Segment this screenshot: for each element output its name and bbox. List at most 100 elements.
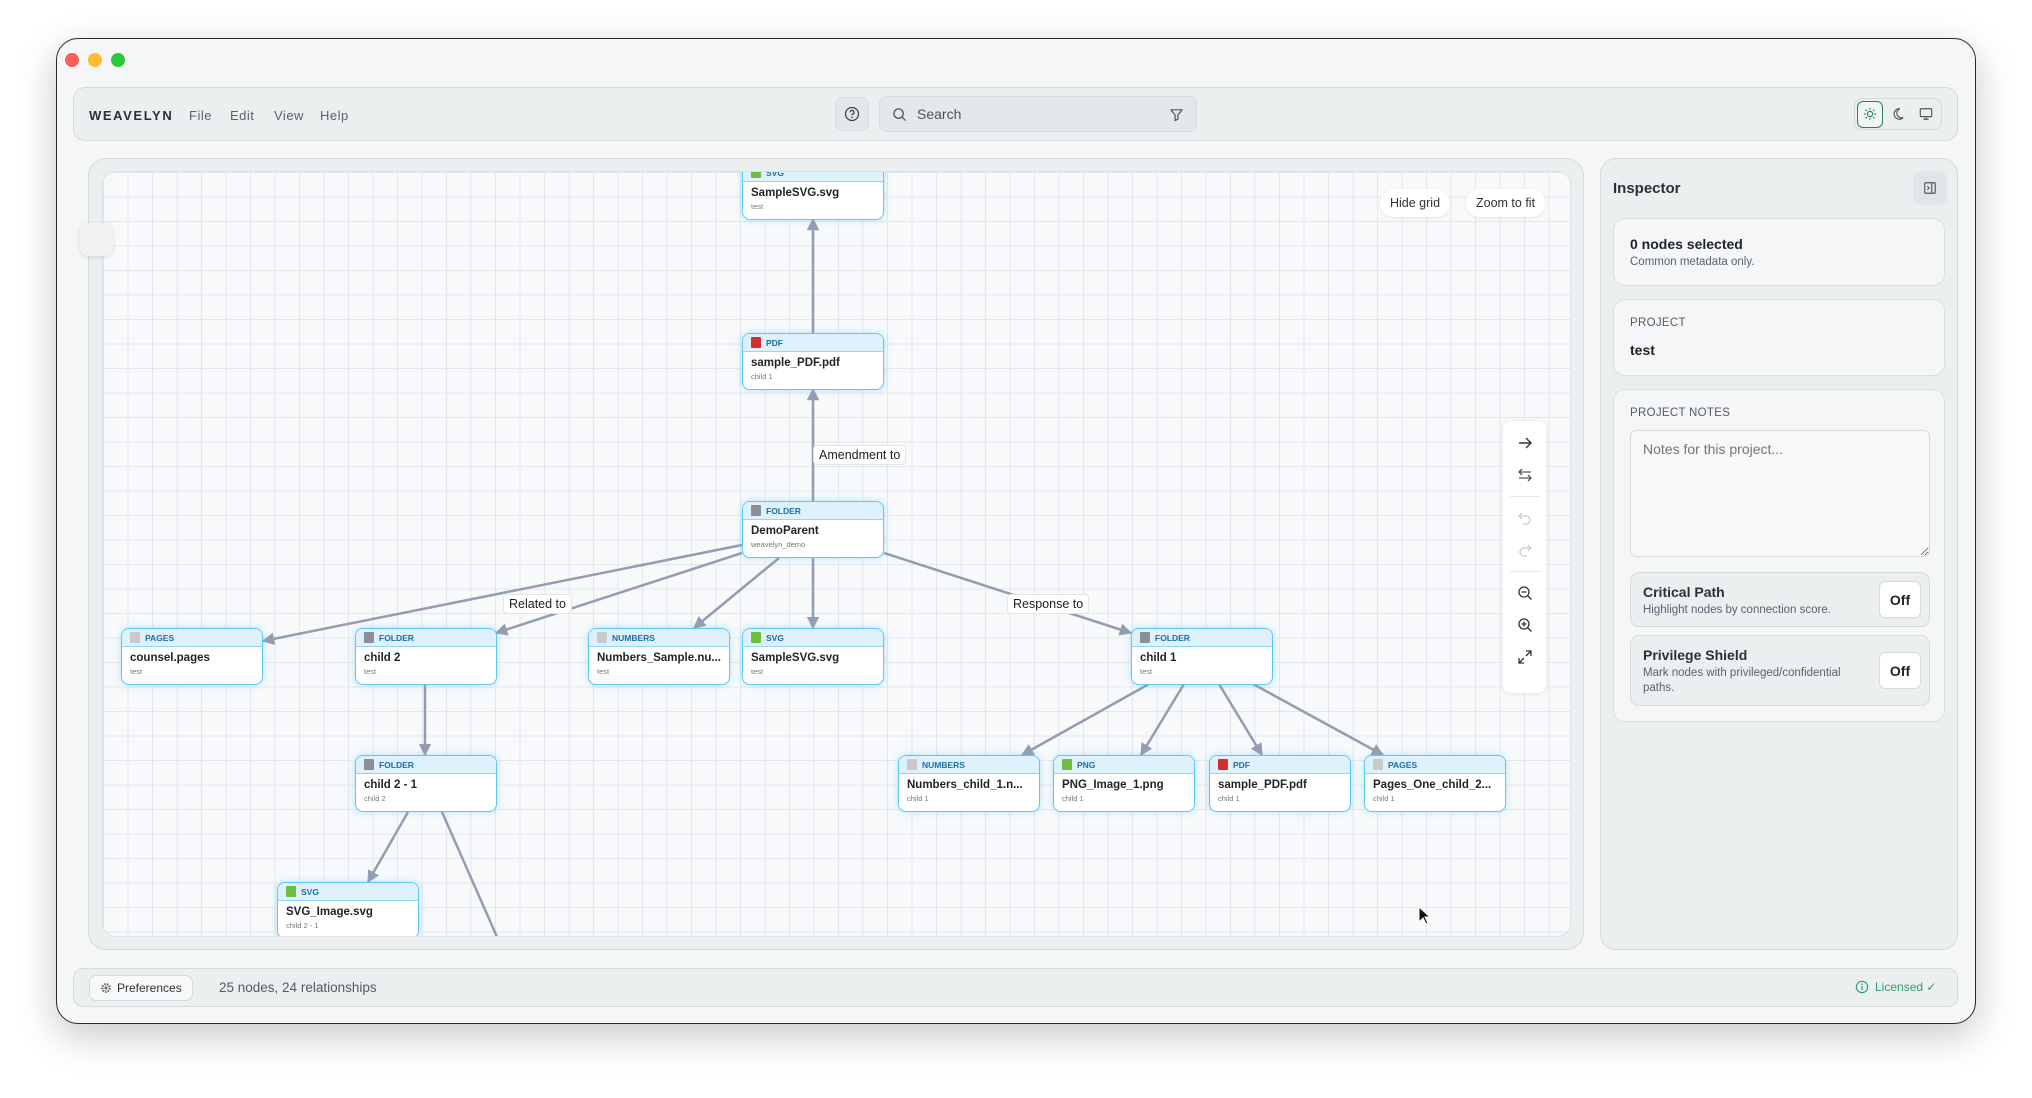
numbers-file-icon: [907, 759, 917, 770]
graph-node[interactable]: FOLDERchild 2test: [355, 628, 497, 685]
light-theme-button[interactable]: [1857, 101, 1883, 128]
svg-file-icon: [751, 171, 761, 178]
graph-node[interactable]: FOLDERDemoParentweavelyn_demo: [742, 501, 884, 558]
project-card: [1613, 299, 1945, 376]
menu-view[interactable]: View: [274, 108, 304, 123]
license-status[interactable]: Licensed ✓: [1855, 980, 1936, 994]
privilege-shield-desc: Mark nodes with privileged/confidential …: [1643, 666, 1867, 696]
node-subtitle: test: [743, 664, 883, 676]
edge-label-amendment[interactable]: Amendment to: [813, 445, 906, 465]
relationship-edge[interactable]: [694, 558, 779, 628]
graph-node[interactable]: FOLDERchild 2 - 1child 2: [355, 755, 497, 812]
node-header: PDF: [1210, 756, 1350, 774]
menu-file[interactable]: File: [189, 108, 212, 123]
system-theme-button[interactable]: [1913, 101, 1939, 128]
critical-path-toggle[interactable]: Off: [1879, 581, 1921, 618]
graph-node[interactable]: SVGSampleSVG.svgtest: [742, 171, 884, 220]
help-button[interactable]: [835, 97, 869, 131]
info-icon: [1855, 980, 1869, 994]
relationship-edge[interactable]: [263, 545, 742, 641]
zoom-out-button[interactable]: [1510, 577, 1540, 609]
node-type: PAGES: [1388, 760, 1417, 770]
undo-button[interactable]: [1510, 502, 1540, 534]
folder-file-icon: [364, 759, 374, 770]
graph-node[interactable]: PAGESPages_One_child_2...child 1: [1364, 755, 1506, 812]
search-icon: [892, 107, 907, 122]
relationship-edge[interactable]: [1022, 684, 1149, 755]
graph-node[interactable]: PDFsample_PDF.pdfchild 1: [742, 333, 884, 390]
relationship-edge[interactable]: [496, 553, 742, 633]
maximize-window-button[interactable]: [111, 53, 125, 67]
relationship-edge[interactable]: [1141, 684, 1184, 755]
sidebar-toggle-handle[interactable]: [80, 223, 113, 256]
relationship-edge[interactable]: [368, 812, 408, 882]
hide-grid-button[interactable]: Hide grid: [1380, 189, 1450, 217]
node-name: sample_PDF.pdf: [743, 352, 883, 369]
pdf-file-icon: [751, 337, 761, 348]
zoom-in-button[interactable]: [1510, 609, 1540, 641]
arrow-right-button[interactable]: [1510, 427, 1540, 459]
gear-icon: [100, 982, 112, 994]
search-input[interactable]: Search: [879, 96, 1197, 132]
graph-node[interactable]: SVGSVG_Image.svgchild 2 - 1: [277, 882, 419, 937]
pages-file-icon: [1373, 759, 1383, 770]
relationship-edge[interactable]: [1253, 684, 1383, 755]
menu-help[interactable]: Help: [320, 108, 349, 123]
relationship-edge[interactable]: [1219, 684, 1262, 755]
project-caption: PROJECT: [1630, 317, 1686, 329]
relationship-edge[interactable]: [884, 553, 1131, 633]
zoom-to-fit-button[interactable]: Zoom to fit: [1466, 189, 1545, 217]
folder-file-icon: [364, 632, 374, 643]
undo-icon: [1517, 510, 1533, 526]
node-subtitle: test: [743, 199, 883, 211]
relationship-edge[interactable]: [442, 812, 501, 937]
selection-count: 0 nodes selected: [1630, 236, 1743, 252]
node-header: NUMBERS: [899, 756, 1039, 774]
graph-node[interactable]: PDF sample_PDF.pdfchild 1: [1209, 755, 1351, 812]
node-subtitle: test: [589, 664, 729, 676]
project-notes-input[interactable]: [1630, 430, 1930, 557]
menu-edit[interactable]: Edit: [230, 108, 254, 123]
node-header: PNG: [1054, 756, 1194, 774]
graph-node[interactable]: NUMBERSNumbers_Sample.nu...test: [588, 628, 730, 685]
graph-node[interactable]: SVGSampleSVG.svgtest: [742, 628, 884, 685]
node-type: SVG: [766, 633, 784, 643]
node-type: PDF: [1233, 760, 1250, 770]
notes-caption: PROJECT NOTES: [1630, 407, 1730, 419]
swap-direction-button[interactable]: [1510, 459, 1540, 491]
filter-icon[interactable]: [1169, 107, 1184, 122]
arrow-right-icon: [1517, 435, 1533, 451]
canvas-toolbar: [1503, 421, 1546, 693]
preferences-button[interactable]: Preferences: [89, 975, 193, 1001]
sun-icon: [1863, 107, 1877, 121]
edge-label-response[interactable]: Response to: [1007, 594, 1089, 614]
graph-node[interactable]: FOLDERchild 1test: [1131, 628, 1273, 685]
graph-canvas[interactable]: SVGSampleSVG.svgtestPDFsample_PDF.pdfchi…: [102, 171, 1571, 937]
node-subtitle: test: [122, 664, 262, 676]
collapse-inspector-button[interactable]: [1913, 171, 1947, 205]
selection-subtitle: Common metadata only.: [1630, 256, 1754, 268]
node-type: FOLDER: [379, 760, 414, 770]
node-type: FOLDER: [379, 633, 414, 643]
node-subtitle: child 2 - 1: [278, 918, 418, 930]
close-window-button[interactable]: [65, 53, 79, 67]
graph-node[interactable]: NUMBERSNumbers_child_1.n...child 1: [898, 755, 1040, 812]
node-name: Numbers_Sample.nu...: [589, 647, 729, 664]
node-type: FOLDER: [1155, 633, 1190, 643]
dark-theme-button[interactable]: [1885, 101, 1911, 128]
graph-node[interactable]: PNGPNG_Image_1.pngchild 1: [1053, 755, 1195, 812]
minimize-window-button[interactable]: [88, 53, 102, 67]
edge-label-related[interactable]: Related to: [503, 594, 572, 614]
node-header: FOLDER: [743, 502, 883, 520]
node-type: PDF: [766, 338, 783, 348]
privilege-shield-toggle-row: Privilege Shield Mark nodes with privile…: [1630, 635, 1930, 706]
privilege-shield-toggle[interactable]: Off: [1879, 652, 1921, 689]
fit-view-button[interactable]: [1510, 641, 1540, 673]
node-header: FOLDER: [356, 756, 496, 774]
node-subtitle: child 1: [1210, 791, 1350, 803]
graph-node[interactable]: PAGEScounsel.pagestest: [121, 628, 263, 685]
redo-button[interactable]: [1510, 534, 1540, 566]
toolbar-divider: [1510, 496, 1540, 497]
node-name: sample_PDF.pdf: [1210, 774, 1350, 791]
search-placeholder: Search: [917, 106, 1159, 122]
